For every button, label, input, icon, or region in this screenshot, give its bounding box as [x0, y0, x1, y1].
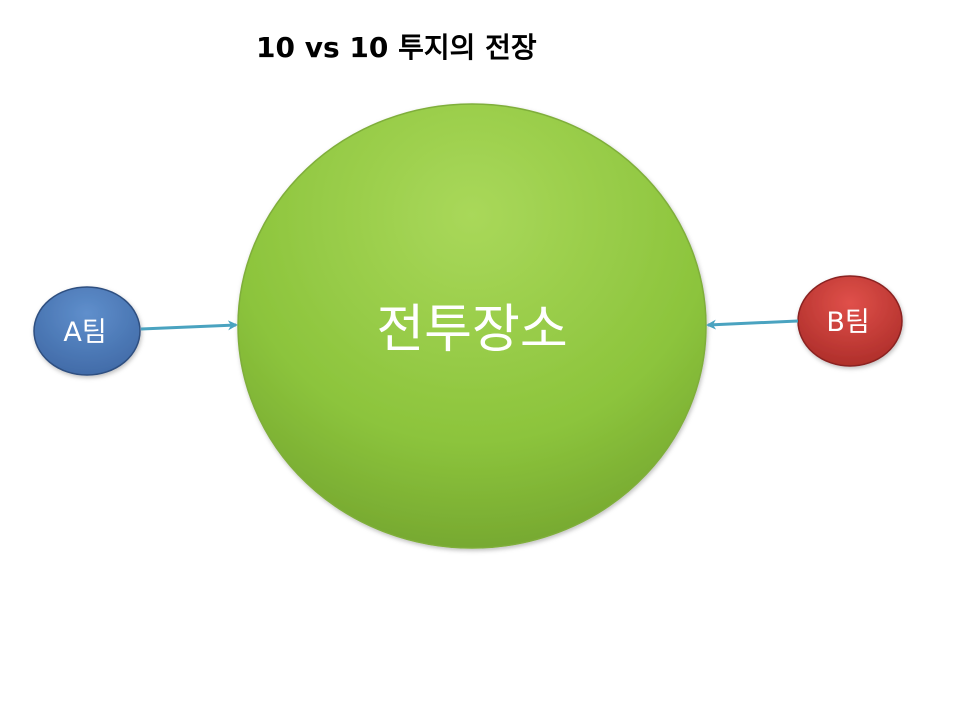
slide-title: 10 vs 10 투지의 전장 — [256, 31, 537, 64]
center-label: 전투장소 — [376, 300, 567, 360]
center-circle — [237, 103, 707, 549]
team-a-circle — [33, 286, 141, 376]
arrow-b-to-center — [706, 319, 799, 330]
arrow-a-to-center — [140, 320, 238, 331]
center-node: 전투장소 — [237, 103, 707, 549]
team-b-node: B팀 — [797, 275, 903, 367]
team-b-label: B팀 — [826, 307, 869, 338]
team-a-node: A팀 — [33, 286, 141, 376]
team-a-label: A팀 — [63, 317, 106, 348]
